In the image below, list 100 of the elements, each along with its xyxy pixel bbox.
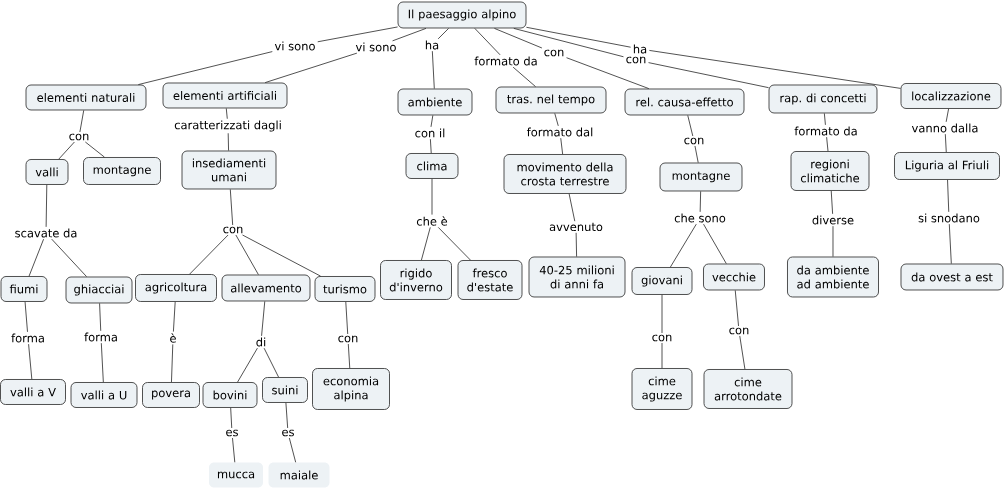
connector-line <box>237 347 258 383</box>
connector-line <box>670 223 697 268</box>
connector-line <box>79 110 85 133</box>
concept-box: maiale <box>268 462 330 488</box>
concept-box: elementi artificiali <box>162 82 288 109</box>
connector-line <box>648 50 901 89</box>
concept-box: turismo <box>314 276 376 302</box>
linking-phrase: che è <box>414 214 450 228</box>
concept-box: vecchie <box>703 263 765 291</box>
connector-line <box>430 138 432 154</box>
concept-box: Il paesaggio alpino <box>397 1 527 29</box>
concept-box: valli <box>25 159 69 185</box>
concept-box: insediamenti umani <box>181 150 277 190</box>
connector-line <box>431 50 435 89</box>
connector-line <box>229 189 234 226</box>
connector-line <box>947 179 950 213</box>
connector-line <box>687 115 694 137</box>
connector-line <box>189 234 229 275</box>
concept-box: clima <box>405 153 459 179</box>
concept-box: 40-25 milioni di anni fa <box>528 256 626 298</box>
connector-line <box>232 437 236 463</box>
connector-line <box>661 342 663 369</box>
linking-phrase: vanno dalla <box>909 122 981 134</box>
linking-phrase: diverse <box>809 214 857 226</box>
concept-box: mucca <box>209 462 263 488</box>
connector-line <box>648 62 769 89</box>
concept-box: valli a U <box>70 382 138 408</box>
concept-box: povera <box>142 382 200 408</box>
linking-phrase: caratterizzati dagli <box>172 118 284 134</box>
concept-box: montagne <box>659 162 743 192</box>
concept-box: economia alpina <box>312 368 390 410</box>
concept-box: da ambiente ad ambiente <box>787 256 879 298</box>
connector-line <box>261 301 266 337</box>
concept-box: rel. causa-effetto <box>624 88 745 116</box>
connector-line <box>430 115 434 128</box>
connector-line <box>437 226 471 261</box>
concept-box: agricoltura <box>135 274 217 302</box>
connector-line <box>28 343 33 380</box>
connector-line <box>513 28 624 58</box>
linking-phrase: con <box>623 55 649 65</box>
connector-line <box>944 133 947 153</box>
linking-phrase: con <box>681 136 707 146</box>
connector-line <box>694 145 699 163</box>
connector-line <box>421 226 431 261</box>
connector-line <box>171 343 174 383</box>
concept-box: giovani <box>631 267 693 295</box>
concept-box: elementi naturali <box>25 84 147 111</box>
linking-phrase: forma <box>82 331 120 343</box>
connector-line <box>830 190 833 215</box>
linking-phrase: forma <box>9 332 47 344</box>
connector-line <box>99 303 102 332</box>
connector-line <box>84 141 105 158</box>
linking-phrase: con <box>541 48 567 58</box>
connector-line <box>58 141 75 160</box>
linking-phrase: con <box>220 225 246 235</box>
concept-box: fresco d'estate <box>457 260 523 300</box>
connector-line <box>945 108 949 123</box>
linking-phrase: ha <box>422 39 442 51</box>
concept-box: rap. di concetti <box>768 84 878 114</box>
concept-box: suini <box>262 377 308 403</box>
linking-phrase: con il <box>412 127 448 139</box>
connector-line <box>494 28 543 49</box>
concept-box: montagne <box>83 157 161 185</box>
connector-line <box>948 223 952 264</box>
concept-box: bovini <box>202 382 258 408</box>
connector-line <box>823 113 826 126</box>
concept-box: allevamento <box>221 274 311 302</box>
connector-line <box>431 178 433 215</box>
connector-line <box>566 57 650 89</box>
linking-phrase: vi sono <box>272 40 318 52</box>
connector-line <box>100 342 104 383</box>
linking-phrase: con <box>649 333 675 343</box>
connector-line <box>173 301 176 332</box>
connector-line <box>225 108 228 120</box>
connector-line <box>28 238 44 277</box>
connector-line <box>474 28 501 56</box>
connector-line <box>51 238 87 277</box>
concept-box: localizzazione <box>900 83 1002 109</box>
linking-phrase: con <box>726 326 752 336</box>
linking-phrase: di <box>253 336 269 348</box>
connector-line <box>699 191 702 213</box>
concept-box: Liguria al Friuli <box>894 152 1000 180</box>
connector-line <box>826 136 829 152</box>
connector-line <box>347 343 351 369</box>
linking-phrase: formato da <box>792 125 860 137</box>
connector-line <box>285 402 289 429</box>
connector-line <box>512 66 536 87</box>
connector-line <box>739 335 746 370</box>
linking-phrase: ha <box>630 43 650 55</box>
linking-phrase: che sono <box>672 212 728 224</box>
linking-phrase: es <box>279 428 297 438</box>
linking-phrase: con <box>66 132 92 142</box>
connector-line <box>575 232 577 257</box>
connector-line <box>137 51 273 85</box>
connector-line <box>703 223 727 264</box>
connector-line <box>526 26 632 48</box>
concept-box: ambiente <box>397 88 473 116</box>
linking-phrase: formato dal <box>524 126 596 138</box>
concept-box: cime aguzze <box>631 368 693 410</box>
concept-box: da ovest a est <box>900 263 1004 291</box>
